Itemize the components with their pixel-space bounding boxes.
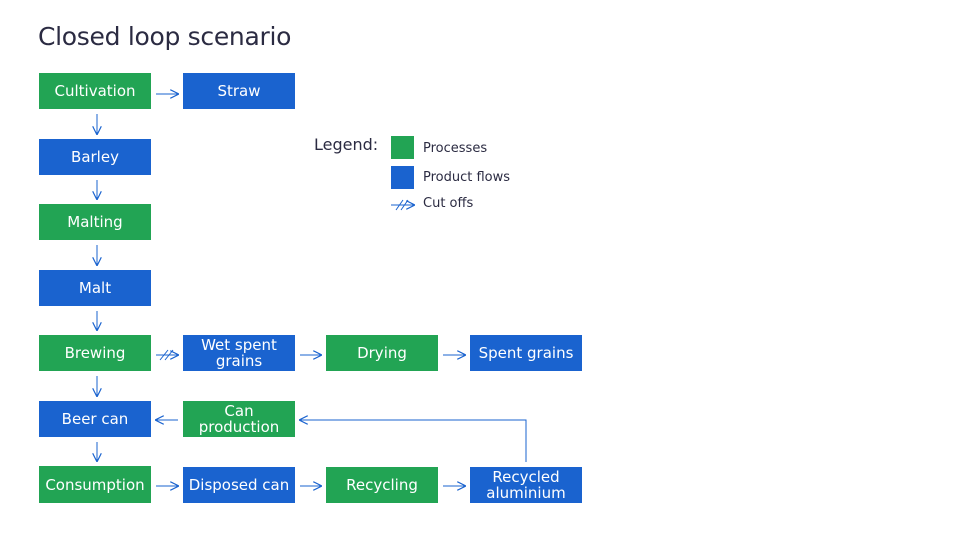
cut-off-mark-2 — [164, 349, 174, 361]
arrow-recycled-aluminium-can-production — [300, 420, 527, 462]
node-malt: Malt — [39, 270, 151, 306]
node-consumption: Consumption — [39, 466, 151, 503]
node-can-production: Can production — [183, 401, 295, 437]
legend-cut-off-mark-1 — [395, 199, 404, 211]
page-title: Closed loop scenario — [38, 22, 292, 51]
node-malting: Malting — [39, 204, 151, 240]
legend-title: Legend: — [314, 135, 379, 154]
node-recycling: Recycling — [326, 467, 438, 503]
legend-product-flows-label: Product flows — [423, 170, 511, 185]
node-drying: Drying — [326, 335, 438, 371]
legend-process-swatch — [391, 136, 414, 159]
node-beer-can: Beer can — [39, 401, 151, 437]
node-barley: Barley — [39, 139, 151, 175]
node-wet-spent-grains: Wet spent grains — [183, 335, 295, 371]
cut-off-mark-1 — [159, 349, 169, 361]
node-spent-grains: Spent grains — [470, 335, 582, 371]
node-recycled-aluminium: Recycled aluminium — [470, 467, 582, 503]
node-cultivation: Cultivation — [39, 73, 151, 109]
legend-cut-offs-label: Cut offs — [423, 196, 474, 211]
node-disposed-can: Disposed can — [183, 467, 295, 503]
legend-product-flow-swatch — [391, 166, 414, 189]
node-straw: Straw — [183, 73, 295, 109]
legend-processes-label: Processes — [423, 141, 488, 156]
legend-cut-off-mark-2 — [400, 199, 409, 211]
node-brewing: Brewing — [39, 335, 151, 371]
